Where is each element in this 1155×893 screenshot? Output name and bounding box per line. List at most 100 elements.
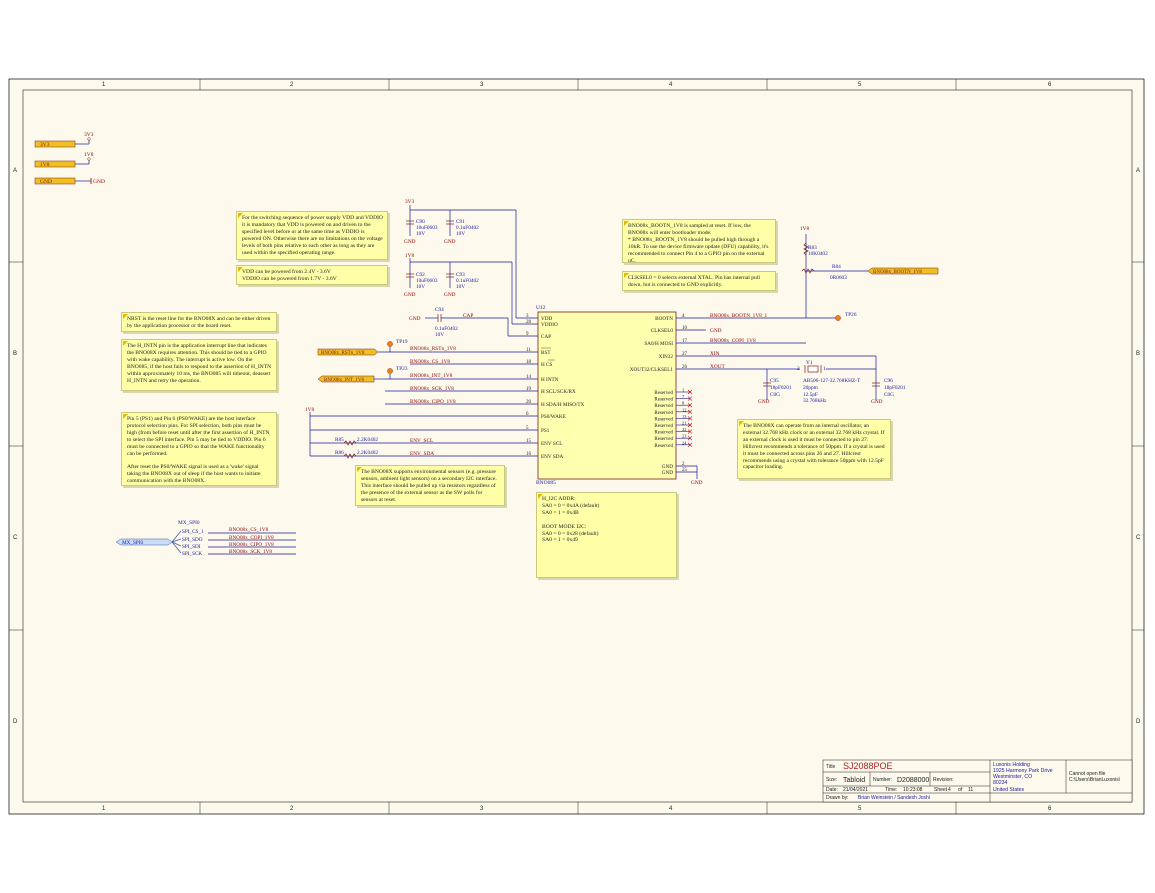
svg-text:GND: GND (409, 316, 421, 322)
svg-text:Tabloid: Tabloid (843, 777, 865, 784)
svg-text:10:23:08: 10:23:08 (903, 787, 923, 793)
ic-pin-number: 16 (526, 452, 532, 457)
svg-text:R84: R84 (832, 264, 841, 270)
svg-text:BNO08x_RSTn_1V8: BNO08x_RSTn_1V8 (321, 351, 365, 356)
row-label: D (13, 719, 18, 725)
decoupling-vdd (406, 205, 538, 319)
svg-text:1V8: 1V8 (305, 407, 314, 413)
spi-harness: MX_SPI0 MX_SPI0 SPI_CS_1 SPI_SDO SPI_SDI… (115, 520, 296, 557)
svg-text:Westminster, CO: Westminster, CO (993, 774, 1032, 780)
note-switching: For the switching sequence of power supp… (236, 211, 388, 260)
left-net-labels: BNO08x_RSTn_1V8 BNO08x_CS_1V8 BNO08x_INT… (305, 346, 456, 457)
ic-pin-number: 12 (682, 407, 686, 412)
svg-text:BNO08x_COPI_1V8: BNO08x_COPI_1V8 (229, 535, 274, 541)
no-connect-icon (687, 389, 693, 395)
no-connect-icon (687, 402, 693, 408)
note-vdd-range: VDD can be powered from 2.4V - 3.6V VDDI… (236, 265, 388, 285)
svg-text:C94: C94 (435, 307, 444, 313)
svg-text:Size:: Size: (826, 777, 837, 783)
svg-text:10K0402: 10K0402 (808, 251, 828, 257)
ic-pin-number: 26 (682, 365, 688, 370)
svg-text:1V8: 1V8 (405, 253, 414, 259)
note-osc: The BNO08X can operate from an internal … (737, 419, 891, 479)
svg-text:GND: GND (710, 328, 722, 334)
note-ps: Pin 5 (PS1) and Pin 6 (PS0/WAKE) are the… (121, 412, 277, 486)
svg-text:3V3: 3V3 (40, 142, 50, 148)
ic-pin-name: Reserved (654, 437, 673, 442)
ic-pin-number: 19 (526, 387, 532, 392)
svg-text:32.768kHz: 32.768kHz (803, 398, 827, 404)
ic-pin-name: GND (662, 464, 673, 470)
svg-text:XIN: XIN (710, 351, 720, 357)
svg-text:C95: C95 (770, 378, 779, 384)
ic-pin-name: H INTN (541, 377, 559, 383)
svg-text:4: 4 (948, 787, 951, 793)
svg-text:SPI_SCK: SPI_SCK (182, 551, 202, 557)
c92-c93-labels: 1V8 C92 10uF0603 10V C93 0.1uF0402 10V G… (404, 253, 479, 298)
svg-text:12.5pF: 12.5pF (803, 392, 818, 398)
ic-pin-name: Reserved (654, 444, 673, 449)
svg-text:of: of (958, 787, 963, 793)
svg-text:BNO08x_INT_1V8: BNO08x_INT_1V8 (410, 373, 453, 379)
svg-text:BNO08x_RSTn_1V8: BNO08x_RSTn_1V8 (410, 346, 456, 352)
ic-pin-name: ENV SCL (541, 441, 562, 447)
svg-text:Y1: Y1 (806, 360, 813, 366)
col-label: 3 (480, 82, 484, 88)
ic-pin-number: 20 (526, 400, 532, 405)
no-connect-icon (687, 429, 693, 434)
ic-pin-name: CAP (541, 334, 551, 340)
svg-text:C0G: C0G (884, 392, 894, 398)
no-connect-icon (687, 435, 693, 441)
port-bootn: BNO08x_BOOTN_1V8 (867, 267, 939, 275)
svg-text:C:\Users\BrianLuxonis\: C:\Users\BrianLuxonis\ (1069, 777, 1121, 783)
svg-text:1925 Harmony Park Drive: 1925 Harmony Park Drive (993, 768, 1053, 774)
ic-pin-name: BOOTN (655, 316, 673, 322)
no-connect-icon (687, 442, 693, 448)
pullup-resistors: R85 2.2K0402 R86 2.2K0402 (335, 437, 378, 459)
frame-dividers (9, 79, 1144, 814)
col-label: 4 (669, 82, 673, 88)
ic-pin-number: 9 (526, 332, 529, 337)
svg-text:R85: R85 (335, 437, 344, 443)
svg-text:SPI_SDO: SPI_SDO (182, 537, 203, 543)
ic-pin-name: PS0/WAKE (541, 414, 566, 420)
ic-pin-number: 4 (682, 314, 685, 319)
svg-text:10V: 10V (435, 332, 444, 338)
ic-pin-number: 15 (526, 439, 532, 444)
svg-text:MX_SPI0: MX_SPI0 (178, 520, 200, 526)
svg-text:BNO08x_SCK_1V8: BNO08x_SCK_1V8 (410, 386, 454, 392)
svg-text:SPI_CS_1: SPI_CS_1 (182, 529, 204, 535)
svg-text:GND: GND (444, 239, 456, 245)
svg-text:Time:: Time: (885, 787, 897, 793)
svg-text:10V: 10V (416, 231, 425, 237)
title-block-text: Title SJ2088POE Size: Tabloid Number: D2… (826, 761, 1121, 801)
row-label: C (1136, 535, 1141, 541)
ic-pin-number: 11 (526, 348, 531, 353)
tp19: TP19 (387, 339, 408, 347)
col-label: 6 (1048, 82, 1052, 88)
power-port-3v3: 3V3 3V3 (34, 132, 94, 148)
svg-text:20ppm: 20ppm (803, 385, 819, 391)
svg-text:Title: Title (826, 764, 835, 770)
ic-pin-name: Reserved (654, 417, 673, 422)
ic-pin-number: 2 (682, 462, 685, 467)
ic-pin-name: PS1 (541, 428, 550, 434)
svg-text:BNO08x_CS_1V8: BNO08x_CS_1V8 (410, 359, 450, 365)
ic-u12-body (537, 311, 677, 480)
svg-text:0.1uF0402: 0.1uF0402 (435, 326, 458, 332)
svg-text:1V8: 1V8 (800, 226, 809, 232)
svg-text:GND: GND (871, 399, 883, 405)
svg-text:GND: GND (758, 399, 770, 405)
ic-pin-name: H CS (541, 362, 553, 368)
svg-text:10V: 10V (456, 231, 465, 237)
svg-text:GND: GND (404, 239, 416, 245)
svg-text:TP26: TP26 (845, 312, 857, 318)
svg-text:1V8: 1V8 (84, 152, 94, 158)
ic-pin-name: ENV SDA (541, 454, 563, 460)
svg-text:United States: United States (993, 787, 1025, 793)
ic-pin-number: 8 (682, 401, 685, 406)
row-label: D (1136, 719, 1141, 725)
row-label: A (1136, 168, 1140, 174)
svg-text:Date:: Date: (826, 787, 838, 793)
decoupling-vddio (406, 258, 538, 325)
